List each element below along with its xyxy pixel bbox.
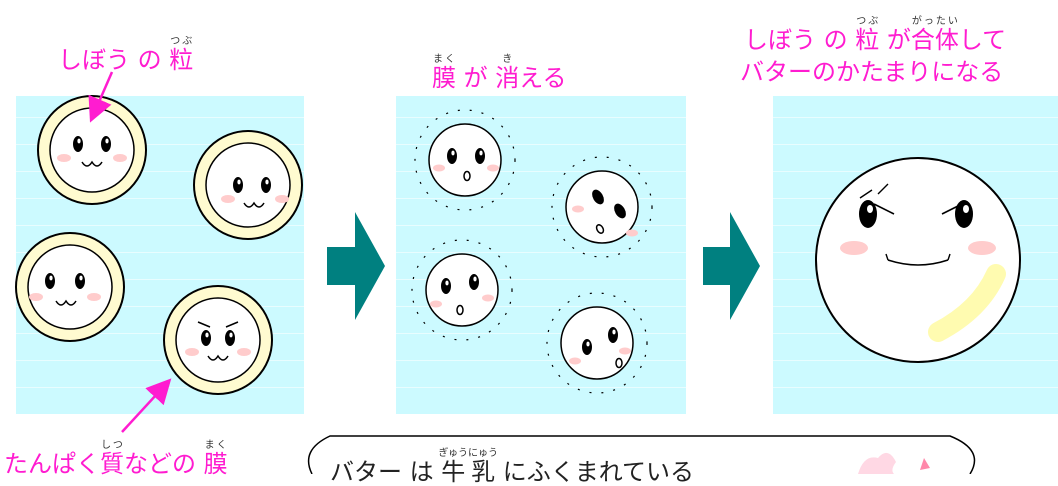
droplet-without-membrane <box>546 292 648 394</box>
droplet-without-membrane <box>411 239 513 341</box>
flower-decoration <box>858 452 896 474</box>
speech-text: バター は 牛乳ぎゅうにゅう にふくまれている <box>330 448 695 486</box>
droplet-with-membrane <box>193 130 303 240</box>
speech-bubble <box>307 435 976 474</box>
label-combine-line1: しぼう の 粒つぶ が合体がったいして <box>744 16 1007 54</box>
flower-decoration <box>920 458 930 470</box>
arrow-right-icon <box>327 212 385 320</box>
label-combine-line2: バターのかたまりになる <box>740 58 1004 86</box>
droplet-with-membrane <box>163 285 273 395</box>
droplet-with-membrane <box>15 232 125 342</box>
droplet-without-membrane <box>551 156 653 258</box>
arrow-right-icon <box>703 212 760 320</box>
label-protein-membrane: たんぱく質しつなどの 膜まく <box>4 440 228 478</box>
diagram-illustration <box>15 71 1021 474</box>
pointer-arrow <box>88 71 114 123</box>
label-fat-grain: しぼう の 粒つぶ <box>58 36 194 74</box>
droplet-without-membrane <box>414 109 516 211</box>
label-membrane-gone: 膜まく が 消きえる <box>432 54 567 92</box>
droplet-with-membrane <box>37 95 147 205</box>
butter-lump <box>815 157 1021 363</box>
pointer-arrow <box>121 378 172 433</box>
